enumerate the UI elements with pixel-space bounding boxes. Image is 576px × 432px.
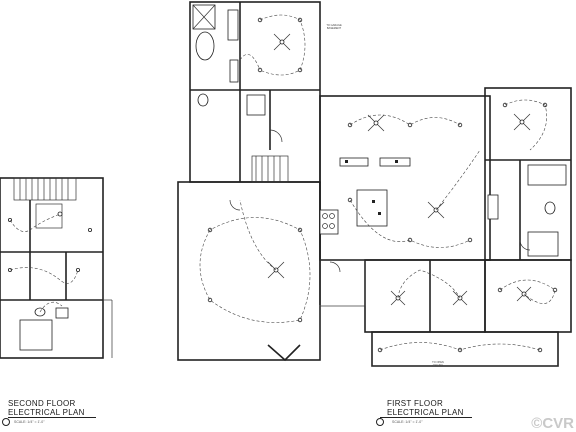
master-tub bbox=[195, 31, 215, 61]
first-floor-title: FIRST FLOOR ELECTRICAL PLAN bbox=[387, 399, 464, 417]
right-toilet bbox=[544, 201, 556, 215]
second-floor-scale: SCALE: 1/4" = 1'-0" bbox=[14, 420, 45, 424]
great-room-outline bbox=[177, 181, 321, 361]
range-fixture bbox=[319, 209, 339, 235]
tub-fixture bbox=[19, 319, 53, 351]
light-fixtures bbox=[207, 17, 558, 353]
ceiling-fans bbox=[267, 33, 532, 306]
first-floor-marker-icon bbox=[376, 418, 384, 426]
top-note: TO GARAGE BASEMENT bbox=[326, 24, 342, 30]
second-floor-title: SECOND FLOOR ELECTRICAL PLAN bbox=[8, 399, 85, 417]
second-floor-title-rule bbox=[8, 417, 96, 418]
switch-wiring bbox=[199, 14, 556, 351]
first-floor-scale: SCALE: 1/4" = 1'-0" bbox=[392, 420, 423, 424]
lower-bedrooms-outline bbox=[364, 259, 486, 333]
second-floor-stair bbox=[13, 177, 77, 201]
sink-fixture bbox=[55, 307, 69, 319]
stair-up bbox=[251, 155, 289, 183]
master-sink bbox=[246, 94, 266, 116]
second-floor-plan bbox=[0, 177, 113, 359]
right-tub bbox=[527, 164, 567, 186]
watermark-logo: ©CVR bbox=[531, 415, 574, 432]
second-floor-marker-icon bbox=[2, 418, 10, 426]
kitchen-island bbox=[356, 189, 388, 227]
right-sink bbox=[527, 231, 559, 257]
bottom-note: TO OPEN CEILING bbox=[432, 361, 444, 367]
master-toilet bbox=[197, 93, 209, 107]
first-floor-title-rule bbox=[380, 417, 472, 418]
vanity bbox=[227, 9, 239, 41]
porch-outline bbox=[371, 331, 559, 367]
kitchen-great-room-outline bbox=[319, 95, 491, 261]
fireplace bbox=[487, 194, 499, 220]
first-floor-plan bbox=[177, 1, 572, 367]
